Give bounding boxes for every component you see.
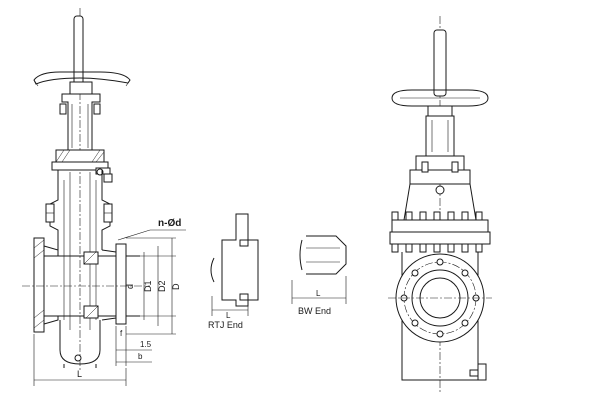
- rtj-caption: RTJ End: [208, 320, 243, 330]
- dim-D-label: D: [171, 283, 181, 290]
- dim-D2-label: D2: [157, 280, 167, 292]
- bw-L-label: L: [316, 289, 321, 298]
- handwheel-section: [33, 71, 131, 95]
- rtj-L-label: L: [226, 311, 231, 320]
- hole-note-label: n-Ød: [158, 218, 181, 229]
- yoke-section: [59, 93, 101, 151]
- bonnet-flange: [389, 183, 491, 253]
- dim-1-5-label: 1.5: [140, 340, 152, 349]
- body-section: [33, 170, 140, 368]
- rtj-end-detail: [210, 213, 259, 316]
- sectional-view: [22, 8, 150, 372]
- bonnet-flange-section: [51, 149, 113, 183]
- dimension-set-left: [33, 229, 186, 386]
- exterior-view: [388, 16, 492, 392]
- handwheel: [391, 89, 489, 117]
- dim-b-label: b: [138, 352, 143, 361]
- bw-end-detail: [291, 235, 347, 304]
- yoke: [409, 115, 471, 195]
- dim-f-label: f: [120, 329, 123, 338]
- dim-d-label: d: [125, 284, 135, 289]
- dim-D1-label: D1: [143, 280, 153, 292]
- dim-L-label: L: [77, 369, 82, 379]
- bw-caption: BW End: [298, 306, 331, 316]
- valve-body: [388, 252, 492, 381]
